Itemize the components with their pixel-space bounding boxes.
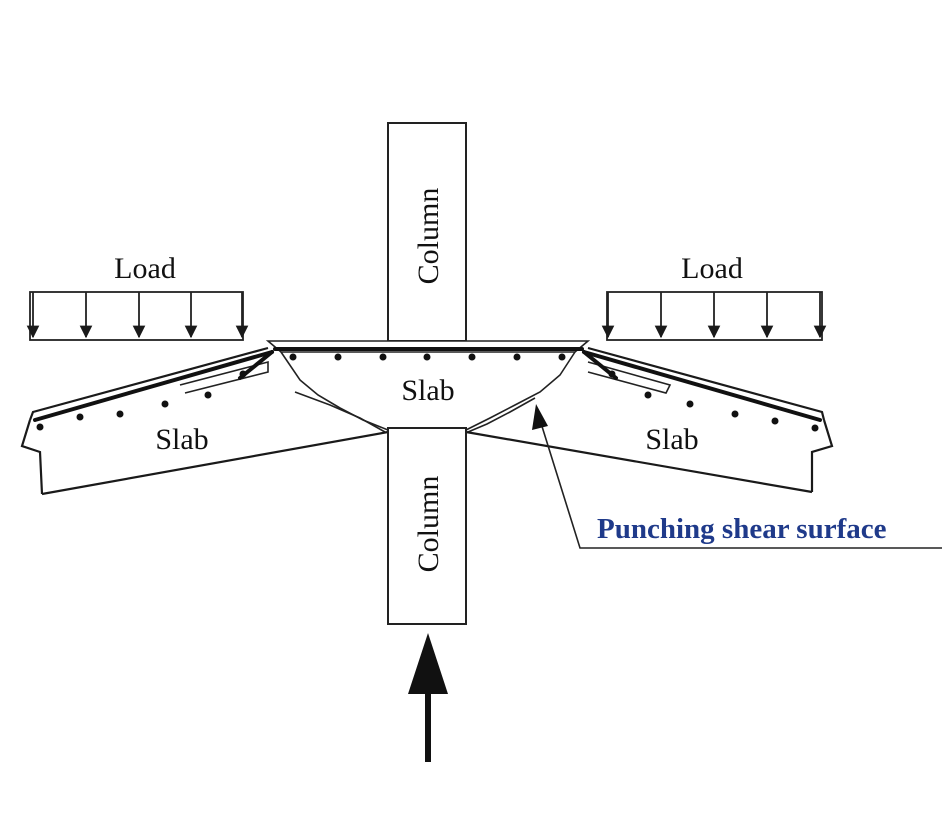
column-bottom — [387, 427, 467, 625]
column-bottom-label: Column — [412, 476, 445, 573]
load-left-label: Load — [114, 252, 176, 285]
slab-center-label: Slab — [401, 374, 454, 407]
load-left — [26, 291, 249, 341]
load-right-label: Load — [681, 252, 743, 285]
rebar-dots-center — [289, 353, 566, 361]
slab-left — [20, 346, 389, 496]
slab-right-label: Slab — [645, 423, 698, 456]
column-top — [387, 122, 467, 342]
arrow-up-icon — [408, 633, 448, 762]
slab-right — [465, 346, 834, 494]
rebar-dots-right — [608, 370, 819, 432]
load-right — [601, 291, 827, 341]
punching-shear-label: Punching shear surface — [597, 513, 887, 545]
rebar-dots-left — [36, 370, 247, 431]
arrow-down-icon — [601, 292, 827, 339]
punching-shear-leader — [532, 404, 942, 549]
slab-center — [265, 340, 591, 433]
slab-left-label: Slab — [155, 423, 208, 456]
column-top-label: Column — [412, 188, 445, 285]
arrow-down-icon — [26, 292, 249, 339]
